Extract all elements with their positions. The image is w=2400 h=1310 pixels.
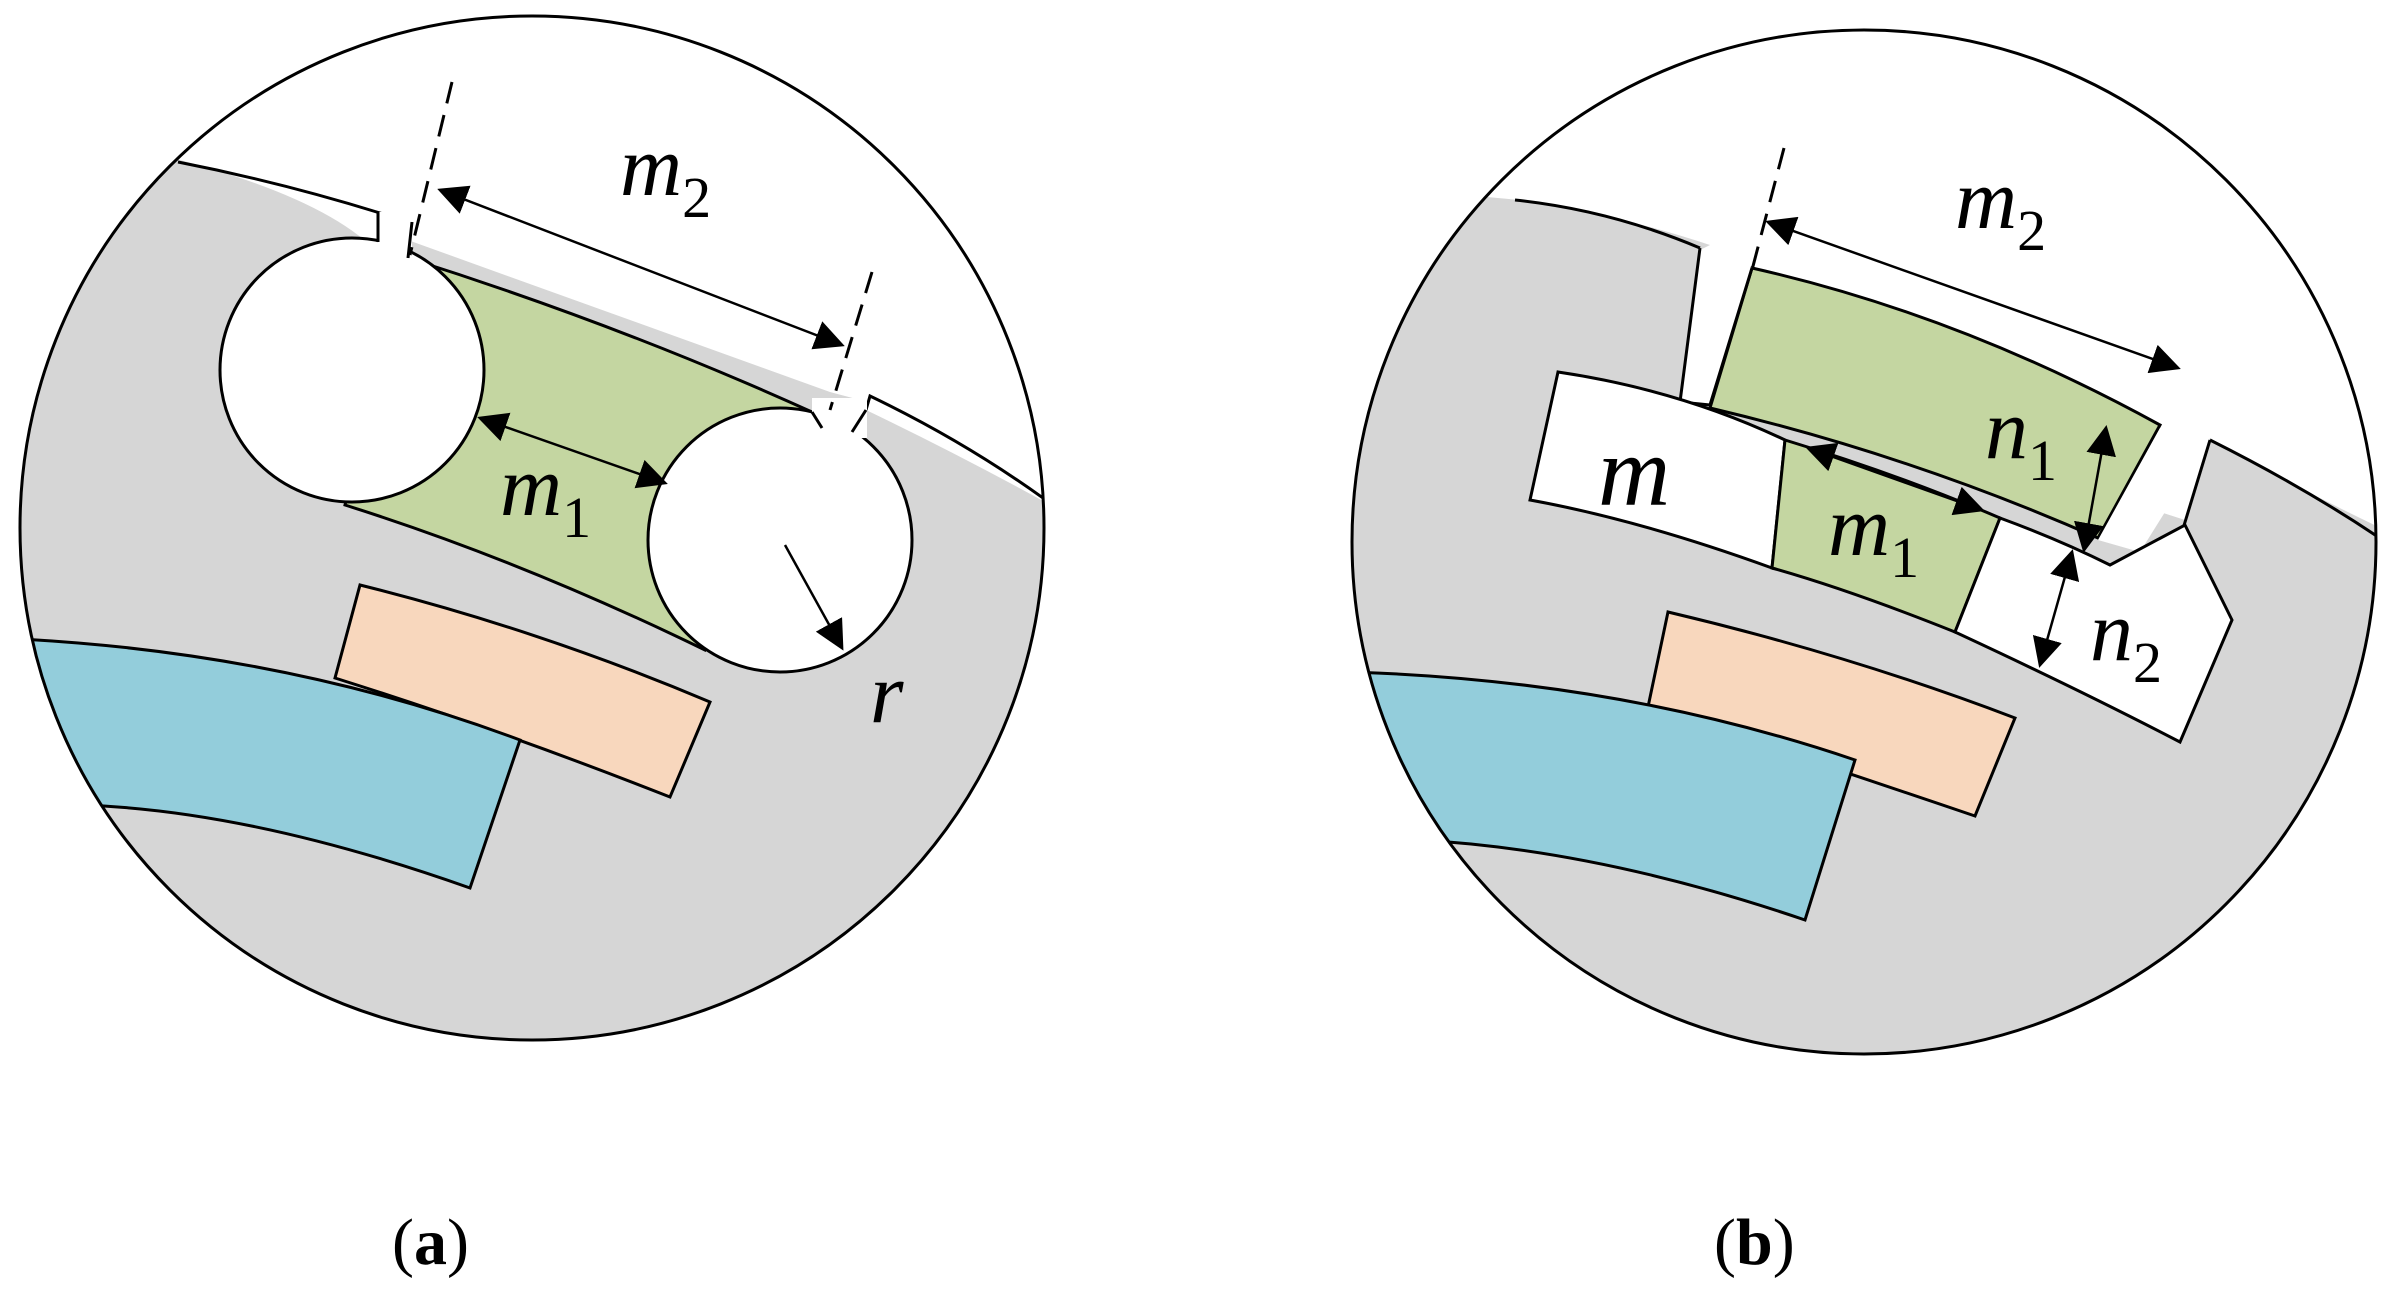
panel-b-label-m: m: [1598, 416, 1670, 527]
panel-b-ext-line-left: [1750, 147, 1786, 271]
panel-b-slot-wall-right: [2098, 428, 2210, 552]
panel-a: m2 m1 r: [18, 14, 1046, 1042]
panel-a-circle-outline: [18, 14, 1046, 1042]
panel-b-caption: (b): [1714, 1206, 1795, 1279]
panel-a-rotor: [20, 636, 522, 890]
panel-a-ext-line-right: [828, 271, 874, 411]
panel-a-stator-outline: [177, 160, 382, 230]
panel-b-slot-wall-right-lines: [2180, 439, 2212, 533]
panel-a-m1-arrow: [477, 412, 668, 489]
panel-b-label-n1: n1: [1985, 381, 2057, 493]
panel-a-label-r: r: [870, 645, 904, 741]
panel-a-ext-line-left: [408, 81, 454, 256]
panel-b-rotor: [1352, 670, 1857, 922]
panel-b-m2-arrow: [1765, 216, 2181, 374]
panel-a-slot-neck-right: [812, 398, 867, 438]
panel-a-slot-circle-right: [646, 406, 914, 674]
panel-b-label-m1: m1: [1828, 478, 1919, 590]
panel-b-caption-letter: b: [1735, 1206, 1773, 1279]
panel-a-stator-outline-right: [864, 393, 1044, 508]
panel-b-stator-outline-left: [1514, 198, 1701, 250]
panel-a-label-m1: m1: [500, 438, 591, 550]
panel-b-m1-arrow: [1805, 442, 1985, 516]
panel-b-label-n2: n2: [2090, 583, 2162, 695]
panel-a-label-m2: m2: [620, 118, 711, 230]
panel-a-caption: (a): [392, 1206, 469, 1279]
panel-b-circle-outline: [1350, 28, 2378, 1056]
panel-a-slot-neck-left-lines: [376, 212, 414, 259]
panel-b-block-n2: [1953, 516, 2234, 745]
panel-b-stator-outline-right: [2209, 438, 2376, 547]
panel-b-n2-arrow: [2032, 549, 2080, 668]
panel-b-n1-arrow: [2074, 425, 2116, 553]
panel-a-slot-circle-left: [218, 236, 486, 504]
panel-a-m2-arrow: [437, 185, 845, 350]
panel-b-label-m2: m2: [1955, 151, 2046, 263]
panel-a-slot-neck-right-lines: [810, 409, 868, 433]
panel-a-slot-neck-left: [378, 212, 412, 262]
panel-a-r-arrow: [783, 544, 844, 651]
panel-a-caption-letter: a: [413, 1206, 447, 1279]
panel-b: m2 m m1 n1 n2: [1350, 28, 2378, 1056]
